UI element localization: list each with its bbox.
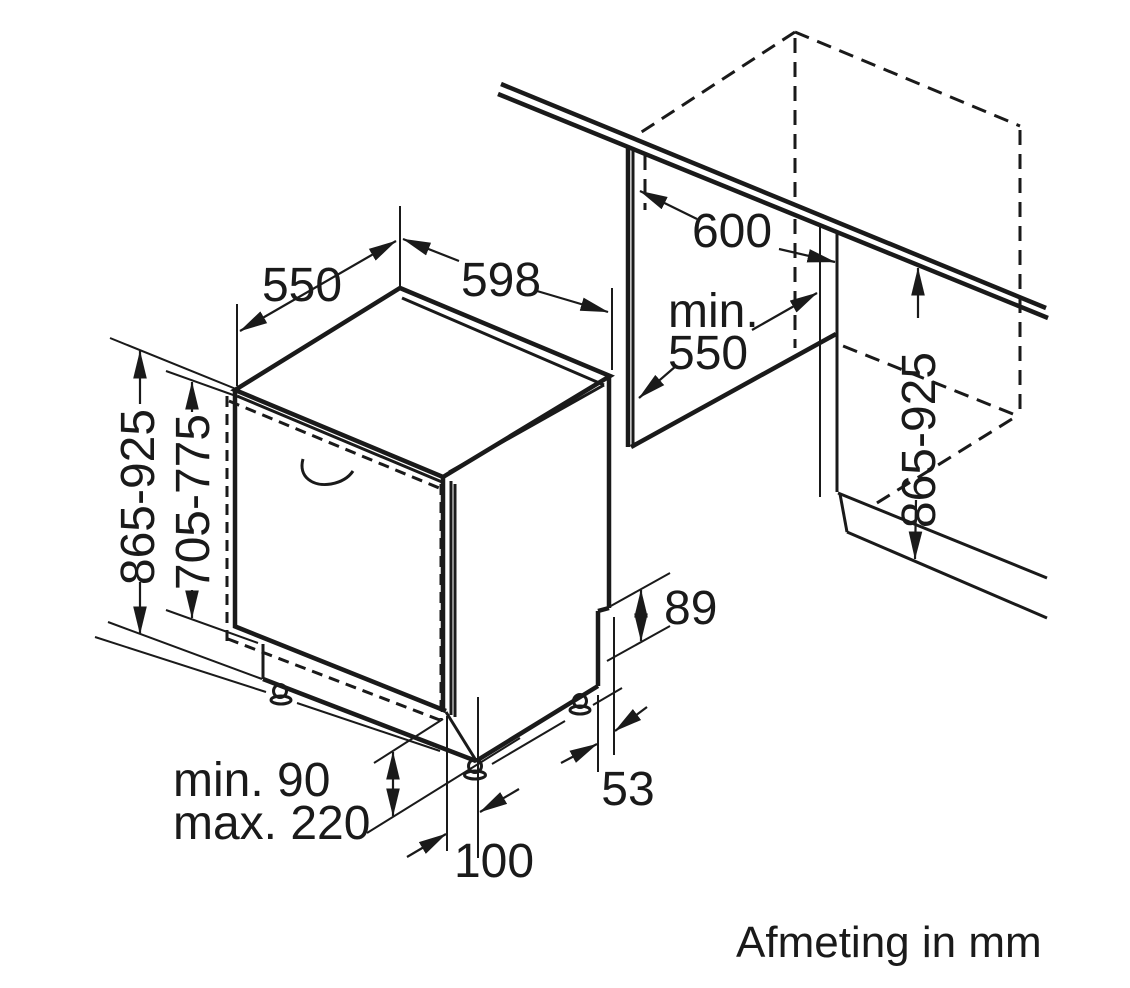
countertop-bottom-line — [497, 91, 1049, 321]
caption-units: Afmeting in mm — [736, 918, 1042, 967]
plinth-right-slant-edge — [444, 711, 479, 763]
diagram-linework — [94, 30, 1049, 858]
dishwasher-front-face-fill — [234, 390, 443, 712]
label-plinth-recess-depth: 100 — [454, 835, 534, 888]
height-ext-top-outer — [109, 337, 237, 390]
dim-line-width-left — [402, 237, 460, 263]
label-niche-depth-value: 550 — [668, 327, 748, 380]
plinth-ext-upper — [373, 718, 444, 764]
door-handle — [300, 458, 355, 487]
dimension-arrow-lines — [133, 190, 925, 858]
top-face-right-rim-line — [448, 383, 605, 474]
niche-wall-floor-joint — [629, 332, 838, 449]
label-niche-width: 600 — [692, 205, 772, 258]
label-niche-height: 865-925 — [893, 352, 946, 528]
foot-left-base — [269, 694, 293, 706]
floor-line-left — [94, 636, 267, 693]
label-appliance-height: 865-925 — [112, 409, 165, 585]
top-face-rear-rim-line — [401, 296, 605, 387]
dishwasher — [94, 285, 623, 781]
dim-line-niche-depth-front — [638, 365, 677, 399]
foot-front-base — [463, 769, 487, 781]
label-plinth-height-min: min. 90 — [173, 754, 330, 807]
label-rear-base-height: 89 — [664, 582, 717, 635]
label-niche-depth-prefix: min. — [668, 285, 759, 338]
dim-arrow-recess-left — [406, 833, 447, 858]
rear-base-step-edge — [597, 605, 610, 614]
label-front-width: 598 — [461, 254, 541, 307]
dim-line-niche-width-left — [639, 190, 698, 220]
niche-dashed-volume — [639, 30, 1022, 508]
dim-arrow-recess-right — [479, 788, 520, 813]
diagram-labels: 550 598 600 min. 550 865-925 705-775 865… — [112, 205, 1042, 967]
door-top-rim-line — [236, 394, 443, 484]
height-ext-bottom-inner — [165, 609, 259, 644]
label-door-panel-height: 705-775 — [167, 414, 220, 590]
floor-line-right — [837, 491, 1048, 580]
dim-line-niche-height-down — [908, 499, 923, 560]
floor-line-under-front — [296, 702, 441, 752]
label-top-depth: 550 — [262, 259, 342, 312]
height-ext-top-inner — [165, 370, 237, 397]
dashed-box-top-right-edge — [794, 30, 1021, 128]
dim-line-niche-width-right — [778, 247, 836, 264]
dishwasher-side-face-fill — [443, 376, 610, 761]
plinth-ext-lower — [366, 737, 521, 834]
floor-band-bottom-line — [846, 530, 1048, 620]
dim-line-width-right — [536, 289, 609, 314]
dim-line-top-depth — [239, 240, 397, 332]
dashed-box-bottom-front-edge — [871, 417, 1013, 508]
niche-structure — [625, 147, 1048, 620]
countertop-top-line — [500, 81, 1047, 311]
countertop — [497, 81, 1049, 321]
base-bottom-right-edge — [474, 684, 600, 763]
door-bottom-edge — [233, 623, 447, 714]
dim-line-niche-depth-back — [751, 292, 818, 331]
floor-band-left-edge — [838, 493, 849, 533]
dishwasher-plinth-fill — [234, 626, 477, 762]
dim-arrow-rear-depth-left — [560, 743, 598, 764]
plinth-bottom-edge — [262, 676, 477, 764]
label-plinth-height-max: max. 220 — [173, 797, 370, 850]
floor-line-under-right — [491, 720, 566, 765]
rear-step-ext-lower — [606, 625, 671, 662]
rear-step-ext-upper — [608, 572, 671, 608]
dishwasher-top-face-fill — [235, 288, 610, 477]
furniture-door-dashed-top — [228, 399, 445, 492]
label-rear-base-depth: 53 — [601, 763, 654, 816]
dashed-box-top-left-edge — [639, 30, 796, 135]
adjustable-feet — [269, 683, 592, 781]
dashed-box-bottom-rear-edge — [837, 342, 1014, 416]
foot-rear-base — [568, 704, 592, 716]
dim-arrow-rear-depth-right — [614, 706, 648, 732]
